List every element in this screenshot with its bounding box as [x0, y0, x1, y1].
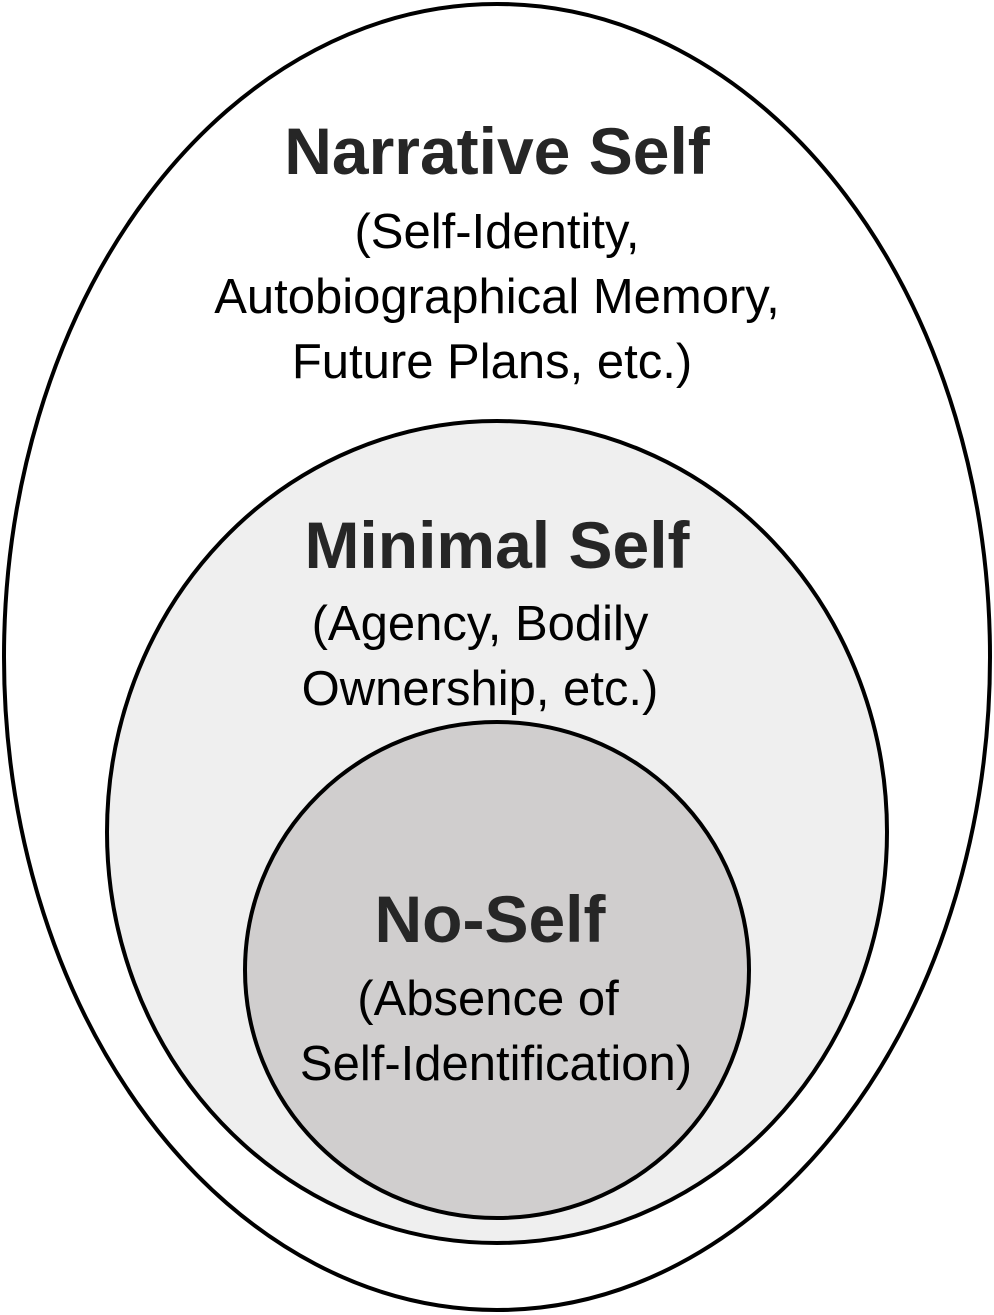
- no-self-line: (Absence of: [357, 972, 619, 1026]
- no-self-line: Self-Identification): [300, 1037, 692, 1091]
- narrative-self-title: Narrative Self: [284, 114, 711, 188]
- narrative-self-line: Autobiographical Memory,: [214, 270, 780, 324]
- minimal-self-title: Minimal Self: [304, 508, 690, 582]
- no-self-title: No-Self: [375, 882, 607, 956]
- narrative-self-line: Future Plans, etc.): [292, 335, 692, 389]
- minimal-self-line: (Agency, Bodily: [312, 597, 649, 651]
- narrative-self-line: (Self-Identity,: [354, 205, 639, 259]
- no-self-circle: [243, 720, 751, 1220]
- minimal-self-line: Ownership, etc.): [302, 662, 659, 716]
